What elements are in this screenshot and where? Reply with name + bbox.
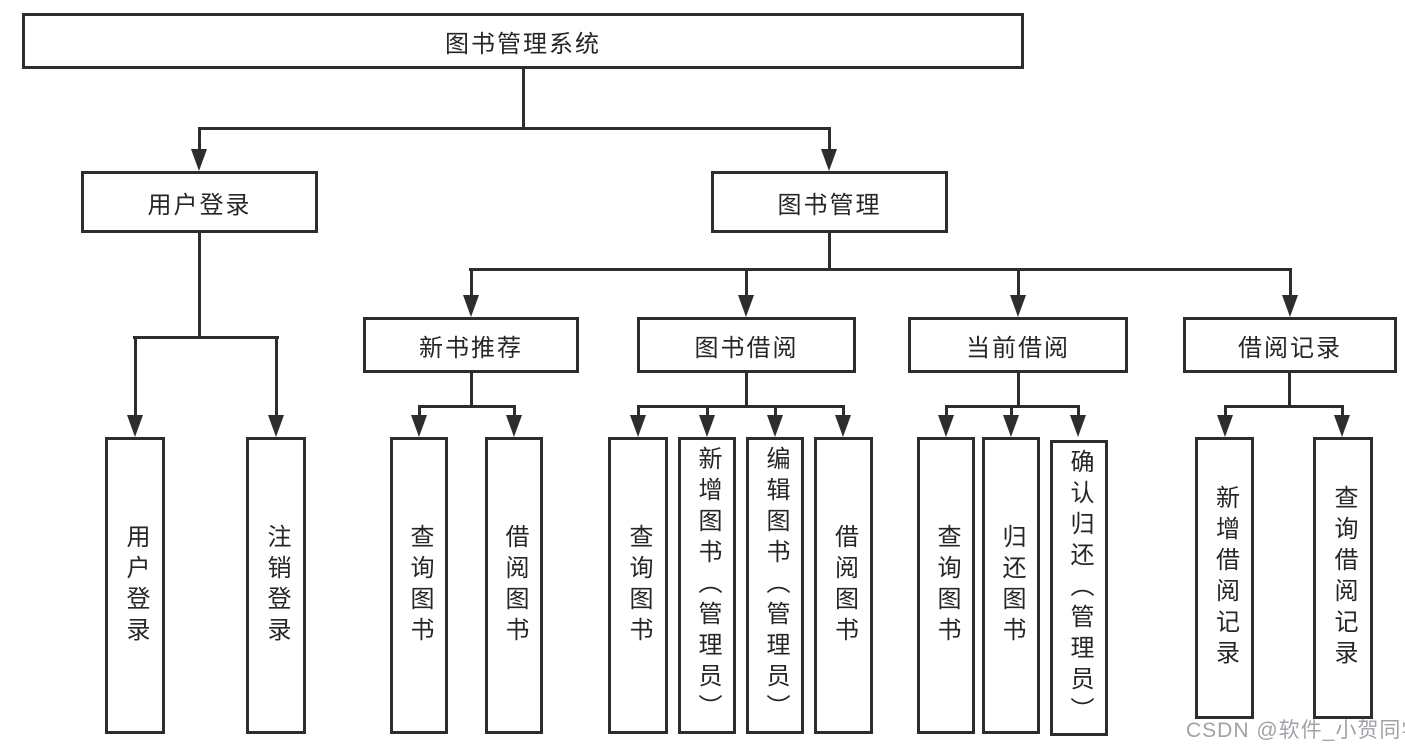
arrow-down-icon — [699, 415, 715, 437]
arrow-down-icon — [1003, 415, 1019, 437]
arrow-down-icon — [191, 149, 207, 171]
node-label: 图书借阅 — [694, 334, 799, 362]
node-new-book-recommendation: 新书推荐 — [363, 317, 579, 373]
arrow-down-icon — [938, 415, 954, 437]
node-label: 用户登录 — [147, 191, 252, 219]
connector-line — [745, 373, 748, 407]
arrow-down-icon — [411, 415, 427, 437]
node-leaf-query-books-recommend: 查询图书 — [390, 437, 448, 734]
arrow-down-icon — [835, 415, 851, 437]
node-book-borrowing: 图书借阅 — [637, 317, 856, 373]
connector-line — [828, 233, 831, 271]
node-label: 借阅记录 — [1238, 334, 1342, 362]
connector-line — [134, 336, 137, 418]
connector-line — [470, 373, 473, 407]
node-label: 借阅图书 — [501, 523, 528, 648]
csdn-watermark: CSDN @软件_小贺同学 — [1186, 719, 1405, 742]
arrow-down-icon — [1010, 295, 1026, 317]
node-label: 确认归还（管理员） — [1066, 448, 1093, 728]
connector-line — [469, 268, 1292, 271]
connector-line — [1017, 268, 1020, 298]
connector-line — [198, 233, 201, 338]
connector-line — [774, 405, 777, 419]
connector-line — [637, 405, 845, 408]
connector-line — [637, 405, 640, 419]
connector-line — [706, 405, 709, 419]
connector-line — [1288, 373, 1291, 407]
node-label: 查询图书 — [625, 523, 652, 648]
node-label: 新书推荐 — [419, 334, 523, 362]
connector-line — [133, 336, 279, 339]
connector-line — [1077, 405, 1080, 419]
connector-line — [198, 127, 831, 130]
connector-line — [513, 405, 516, 419]
node-label: 注销登录 — [263, 523, 290, 648]
node-library-management-system: 图书管理系统 — [22, 13, 1024, 69]
node-leaf-borrow-books-recommend: 借阅图书 — [485, 437, 543, 734]
node-label: 图书管理 — [777, 191, 882, 219]
node-label: 编辑图书（管理员） — [762, 446, 789, 725]
arrow-down-icon — [1070, 415, 1086, 437]
connector-line — [945, 405, 948, 419]
node-label: 查询图书 — [406, 523, 433, 648]
node-label: 图书管理系统 — [445, 30, 601, 58]
connector-line — [745, 268, 748, 298]
node-borrowing-records: 借阅记录 — [1183, 317, 1397, 373]
connector-line — [418, 405, 421, 419]
node-book-management-branch: 图书管理 — [711, 171, 948, 233]
connector-line — [275, 336, 278, 418]
arrow-down-icon — [1282, 295, 1298, 317]
arrow-down-icon — [127, 415, 143, 437]
arrow-down-icon — [821, 149, 837, 171]
arrow-down-icon — [463, 295, 479, 317]
node-leaf-edit-books-admin: 编辑图书（管理员） — [746, 437, 804, 734]
node-label: 查询图书 — [933, 523, 960, 648]
arrow-down-icon — [1217, 415, 1233, 437]
node-label: 新增图书（管理员） — [694, 446, 721, 725]
connector-line — [1017, 373, 1020, 407]
node-label: 用户登录 — [122, 523, 149, 648]
node-leaf-query-books-borrowing: 查询图书 — [608, 437, 668, 734]
arrow-down-icon — [767, 415, 783, 437]
arrow-down-icon — [1334, 415, 1350, 437]
connector-line — [1341, 405, 1344, 419]
connector-line — [1289, 268, 1292, 298]
connector-line — [828, 127, 831, 151]
node-user-login-branch: 用户登录 — [81, 171, 318, 233]
connector-line — [842, 405, 845, 419]
node-leaf-query-borrow-record: 查询借阅记录 — [1313, 437, 1373, 719]
node-leaf-return-books: 归还图书 — [982, 437, 1040, 734]
connector-line — [1224, 405, 1343, 408]
arrow-down-icon — [506, 415, 522, 437]
arrow-down-icon — [738, 295, 754, 317]
node-label: 新增借阅记录 — [1211, 485, 1239, 671]
node-leaf-add-books-admin: 新增图书（管理员） — [678, 437, 736, 734]
node-leaf-user-login: 用户登录 — [105, 437, 165, 734]
node-label: 借阅图书 — [830, 523, 858, 648]
arrow-down-icon — [268, 415, 284, 437]
node-leaf-confirm-return-admin: 确认归还（管理员） — [1050, 440, 1108, 736]
connector-line — [198, 127, 201, 151]
node-label: 归还图书 — [998, 523, 1025, 648]
connector-line — [522, 69, 525, 129]
arrow-down-icon — [630, 415, 646, 437]
connector-line — [1010, 405, 1013, 419]
connector-line — [1224, 405, 1227, 419]
node-leaf-borrow-books: 借阅图书 — [814, 437, 873, 734]
node-leaf-logout: 注销登录 — [246, 437, 306, 734]
node-leaf-add-borrow-record: 新增借阅记录 — [1195, 437, 1254, 719]
connector-line — [418, 405, 516, 408]
connector-line — [470, 268, 473, 298]
node-current-borrowing: 当前借阅 — [908, 317, 1128, 373]
node-label: 当前借阅 — [966, 334, 1070, 362]
node-label: 查询借阅记录 — [1330, 485, 1357, 671]
node-leaf-query-books-current: 查询图书 — [917, 437, 975, 734]
